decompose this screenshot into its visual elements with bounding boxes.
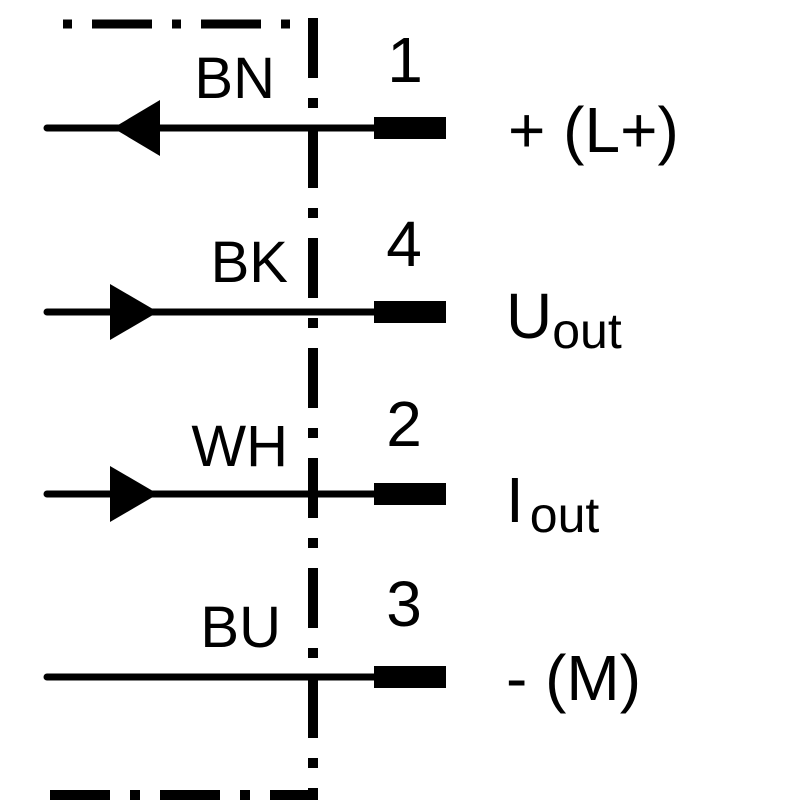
signal-label: Uout	[506, 280, 622, 359]
wire-bk: BK 4 Uout	[43, 208, 622, 359]
terminal-2	[374, 483, 446, 505]
wire-color-label: BK	[211, 230, 289, 295]
terminal-1	[374, 117, 446, 139]
wire-color-label: WH	[191, 414, 288, 479]
terminal-4	[374, 301, 446, 323]
pin-number: 3	[386, 568, 422, 640]
arrow-right-icon	[110, 466, 158, 522]
pin-number: 2	[386, 388, 422, 460]
wire-color-label: BU	[200, 595, 281, 660]
pin-number: 4	[386, 208, 422, 280]
arrow-left-icon	[113, 100, 160, 156]
signal-label: + (L+)	[508, 94, 679, 166]
wire-bu: BU 3 - (M)	[43, 568, 641, 714]
wire-color-label: BN	[194, 46, 275, 111]
terminal-3	[374, 666, 446, 688]
wire-bn: BN 1 + (L+)	[43, 24, 679, 166]
arrow-right-icon	[110, 284, 158, 340]
housing-boundary	[50, 18, 318, 800]
signal-label: - (M)	[506, 642, 641, 714]
pin-number: 1	[387, 24, 423, 96]
